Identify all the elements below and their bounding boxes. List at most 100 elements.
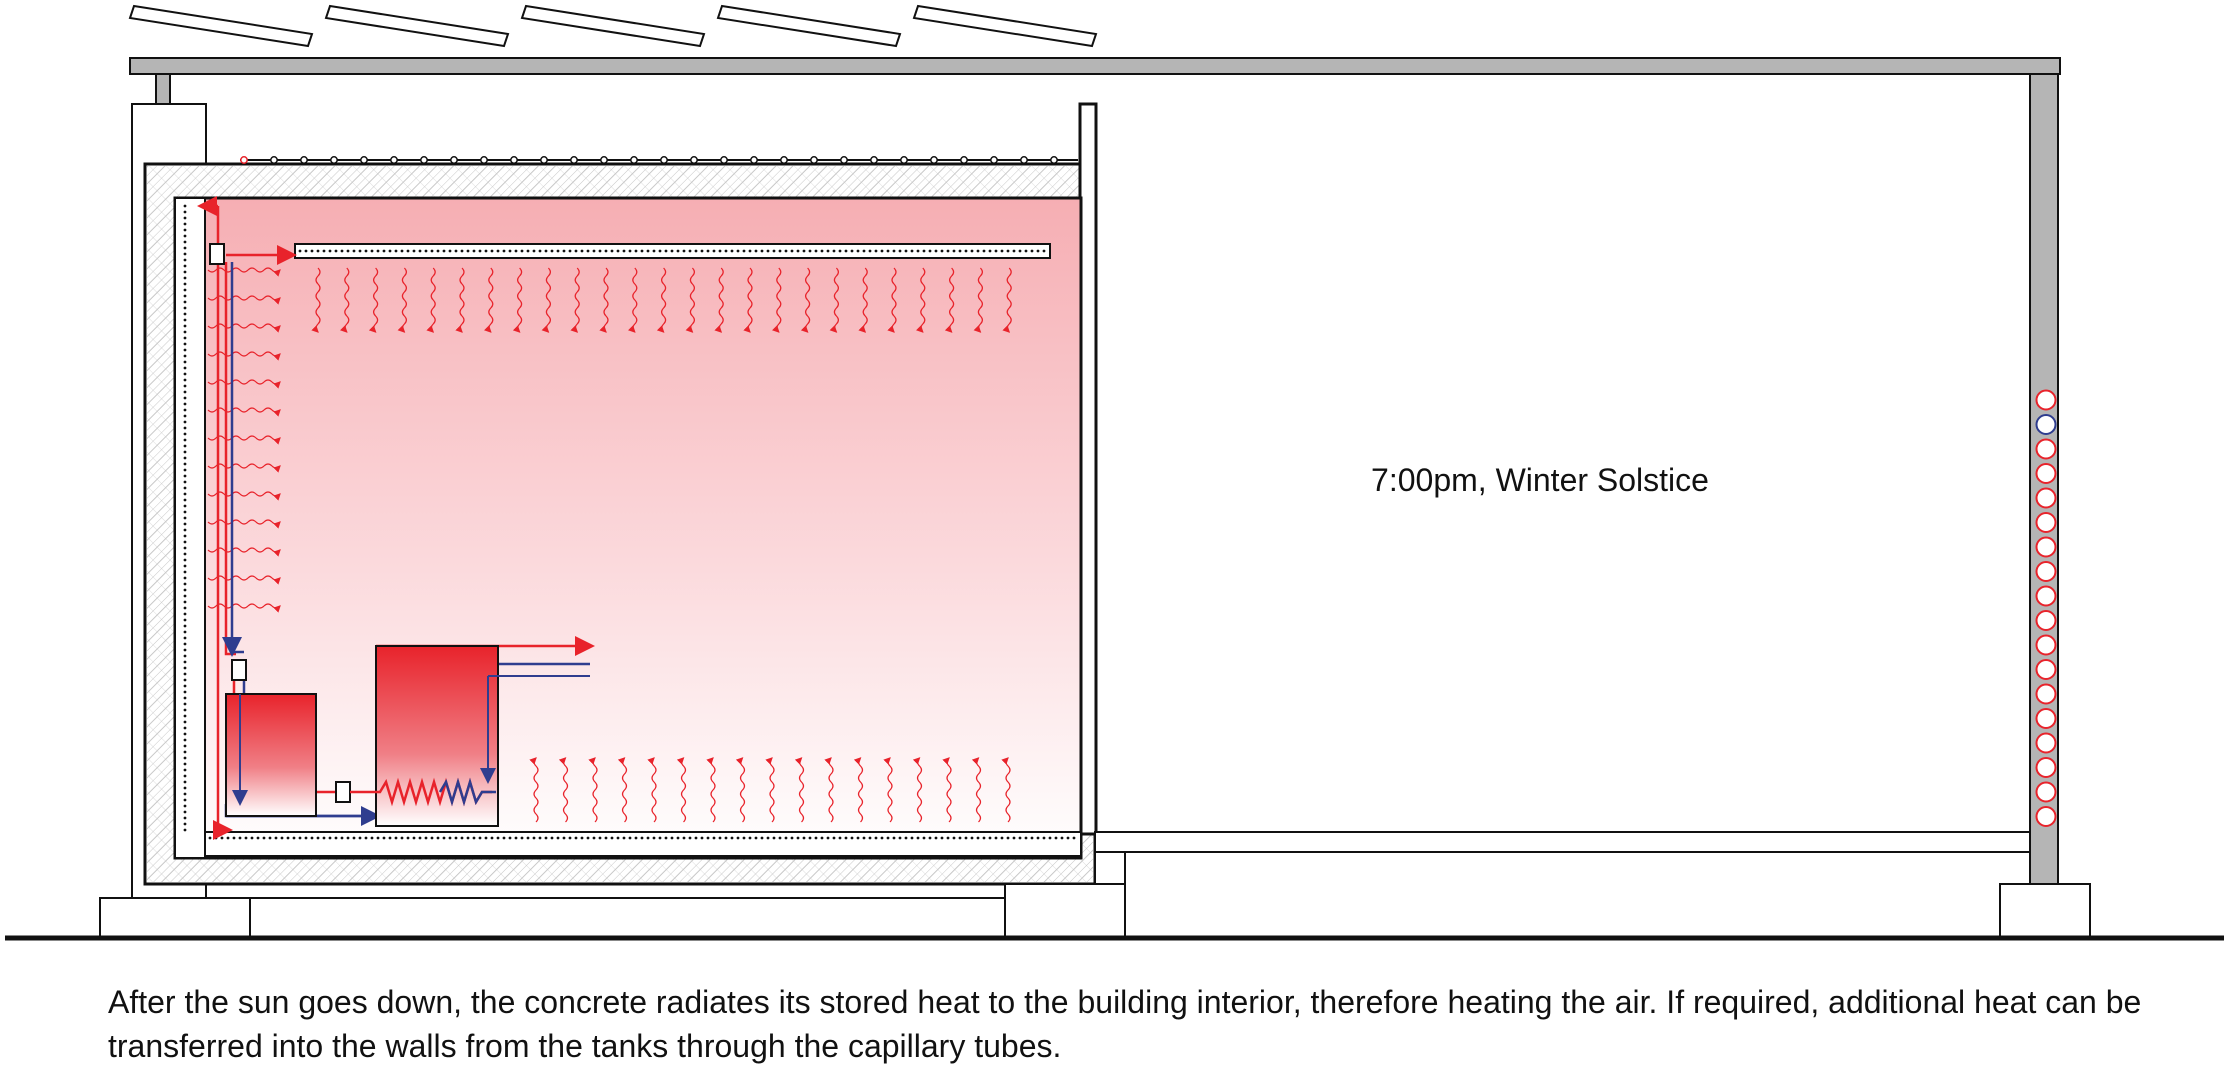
capillary-dot xyxy=(183,714,187,718)
capillary-dot xyxy=(754,249,758,253)
capillary-dot xyxy=(442,836,446,840)
capillary-dot xyxy=(183,234,187,238)
capillary-dot xyxy=(183,672,187,676)
capillary-dot xyxy=(183,582,187,586)
capillary-circle xyxy=(750,156,758,164)
capillary-dot xyxy=(310,836,314,840)
capillary-dot xyxy=(183,270,187,274)
capillary-dot xyxy=(183,474,187,478)
capillary-dot xyxy=(183,564,187,568)
pipe-circle xyxy=(2035,806,2057,827)
capillary-dot xyxy=(976,249,980,253)
capillary-dot xyxy=(508,249,512,253)
capillary-dot xyxy=(652,249,656,253)
capillary-dot xyxy=(460,836,464,840)
capillary-dot xyxy=(183,414,187,418)
capillary-dot xyxy=(183,402,187,406)
capillary-dot xyxy=(183,312,187,316)
foundation-left xyxy=(99,897,251,939)
heat-wave-icon xyxy=(455,267,465,333)
capillary-dot xyxy=(256,836,260,840)
capillary-dot xyxy=(364,249,368,253)
capillary-dot xyxy=(898,836,902,840)
capillary-dot xyxy=(1012,249,1016,253)
capillary-dot xyxy=(183,696,187,700)
capillary-dot xyxy=(214,836,218,840)
capillary-dot xyxy=(964,836,968,840)
pipe-circle-stack xyxy=(2035,389,2057,827)
capillary-dot xyxy=(1042,836,1046,840)
capillary-dot xyxy=(183,438,187,442)
capillary-dot xyxy=(358,836,362,840)
capillary-dot xyxy=(598,249,602,253)
heated-interior xyxy=(173,196,1083,860)
capillary-dot xyxy=(1006,836,1010,840)
capillary-dot xyxy=(544,249,548,253)
capillary-dot xyxy=(274,836,278,840)
capillary-dot xyxy=(183,828,187,832)
capillary-dot xyxy=(183,456,187,460)
heat-wave-icon xyxy=(512,267,523,333)
capillary-circle xyxy=(690,156,698,164)
capillary-dot xyxy=(736,249,740,253)
capillary-dot xyxy=(472,249,476,253)
capillary-dot xyxy=(340,836,344,840)
capillary-dot xyxy=(880,836,884,840)
capillary-circle xyxy=(330,156,338,164)
capillary-circle xyxy=(390,156,398,164)
capillary-circle xyxy=(960,156,968,164)
capillary-dot xyxy=(802,836,806,840)
capillary-dot xyxy=(183,294,187,298)
capillary-dot xyxy=(183,450,187,454)
capillary-dot xyxy=(183,720,187,724)
heat-wave-icon xyxy=(1002,267,1012,333)
capillary-dot xyxy=(682,836,686,840)
capillary-dot xyxy=(784,836,788,840)
capillary-dot xyxy=(406,249,410,253)
wall-capillary-tubes xyxy=(183,204,187,832)
capillary-dot xyxy=(183,588,187,592)
capillary-dot xyxy=(964,249,968,253)
capillary-dot xyxy=(562,249,566,253)
capillary-dot xyxy=(406,836,410,840)
capillary-dot xyxy=(183,576,187,580)
capillary-dot xyxy=(520,249,524,253)
capillary-dot xyxy=(604,249,608,253)
capillary-dot xyxy=(970,836,974,840)
capillary-dot xyxy=(328,836,332,840)
capillary-dot xyxy=(183,282,187,286)
capillary-dot xyxy=(232,836,236,840)
capillary-dot xyxy=(226,836,230,840)
capillary-dot xyxy=(183,654,187,658)
pipe-circle xyxy=(2035,487,2057,509)
capillary-dot xyxy=(400,249,404,253)
capillary-dot xyxy=(183,366,187,370)
pipe-circle xyxy=(2035,512,2057,533)
capillary-dot xyxy=(334,249,338,253)
capillary-dot xyxy=(183,558,187,562)
capillary-dot xyxy=(532,836,536,840)
capillary-dot xyxy=(832,836,836,840)
capillary-dot xyxy=(928,836,932,840)
capillary-dot xyxy=(183,606,187,610)
heat-wave-icon xyxy=(617,757,628,823)
capillary-dot xyxy=(183,222,187,226)
foundation-step xyxy=(1004,883,1126,939)
capillary-dot xyxy=(622,836,626,840)
heat-wave-icon xyxy=(647,757,657,823)
capillary-circle xyxy=(1020,156,1028,164)
capillary-dot xyxy=(183,426,187,430)
heat-wave-icon xyxy=(706,757,716,823)
capillary-dot xyxy=(183,702,187,706)
capillary-dot xyxy=(183,510,187,514)
capillary-dot xyxy=(183,480,187,484)
capillary-circle xyxy=(540,156,548,164)
capillary-dot xyxy=(376,249,380,253)
capillary-dot xyxy=(183,396,187,400)
heat-wave-icon xyxy=(207,603,281,613)
capillary-dot xyxy=(640,249,644,253)
capillary-dot xyxy=(183,204,187,208)
top-capillary-line xyxy=(240,156,1078,164)
capillary-dot xyxy=(592,249,596,253)
capillary-dot xyxy=(772,249,776,253)
